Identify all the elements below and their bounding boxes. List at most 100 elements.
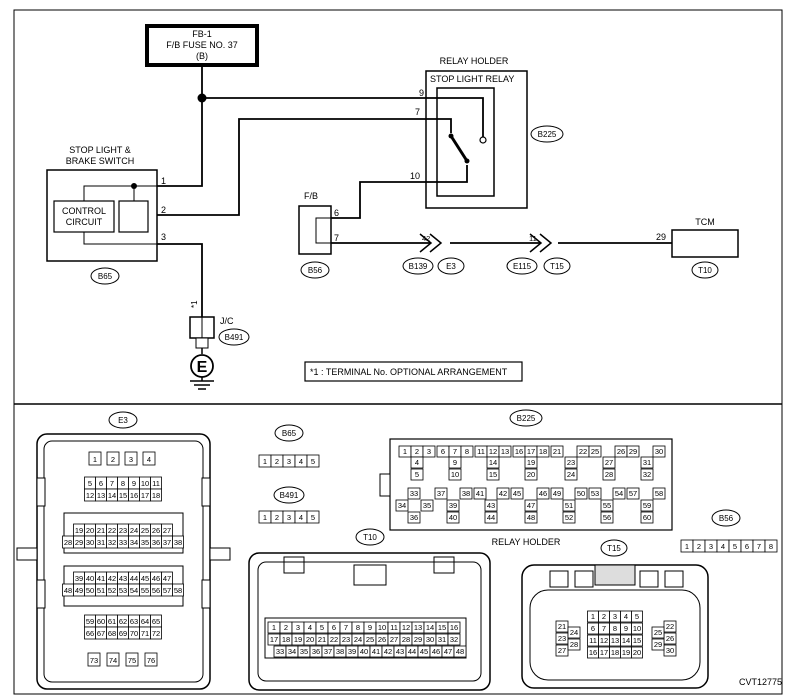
pin-cell: 23 [555,632,569,645]
pin-cell: 48 [524,511,538,524]
svg-text:17: 17 [527,447,535,456]
svg-text:13: 13 [611,636,619,645]
svg-text:B56: B56 [308,266,323,275]
svg-text:36: 36 [410,513,418,522]
pin-cell: 25 [139,523,151,537]
svg-text:5: 5 [311,513,315,522]
svg-text:19: 19 [75,526,83,535]
pin-cell: 6 [436,445,450,458]
pin-cell: 22 [663,620,677,633]
svg-text:76: 76 [147,656,155,665]
svg-text:23: 23 [119,526,127,535]
pin-cell: 40 [357,645,371,658]
svg-text:19: 19 [527,458,535,467]
svg-text:45: 45 [513,489,521,498]
pin-cell: 44 [484,511,498,524]
svg-text:60: 60 [643,513,651,522]
svg-text:29: 29 [414,635,422,644]
svg-text:18: 18 [611,648,619,657]
pin-cell: 39 [345,645,359,658]
pin-cell: 35 [420,499,434,512]
svg-text:75: 75 [128,656,136,665]
pin-cell: 26 [663,632,677,645]
svg-text:30: 30 [86,538,94,547]
svg-text:62: 62 [119,617,127,626]
pin-cell: 52 [106,583,118,597]
pin-cell: 43 [117,571,129,585]
pin-cell: 12 [84,488,96,502]
pin-cell: 45 [139,571,151,585]
pin-cell: 23 [339,633,353,646]
pin-cell: 6 [95,476,107,490]
svg-text:30: 30 [426,635,434,644]
svg-text:26: 26 [378,635,386,644]
pin-cell: 19 [620,646,632,659]
pin-cell: 70 [128,626,140,640]
svg-text:T15: T15 [607,544,621,553]
pin-cell: 36 [150,535,162,549]
svg-text:9: 9 [132,479,136,488]
pin-cell: 31 [435,633,449,646]
pin-cell: 37 [434,487,448,500]
fb-pin-6: 6 [334,208,339,218]
pin-cell: 56 [150,583,162,597]
pin-cell: 64 [139,614,151,628]
pin-cell: 23 [117,523,129,537]
pin-cell: 49 [550,487,564,500]
svg-text:57: 57 [629,489,637,498]
switch-label-1: STOP LIGHT & [69,145,131,155]
svg-text:20: 20 [633,648,641,657]
svg-text:32: 32 [643,470,651,479]
pin-cell: 37 [161,535,173,549]
svg-text:17: 17 [141,491,149,500]
svg-text:26: 26 [617,447,625,456]
pin-cell: 32 [640,468,654,481]
pin-cell: 11 [150,476,162,490]
pin-cell: 28 [602,468,616,481]
pin-cell: 5 [410,468,424,481]
pin-cell: 27 [602,456,616,469]
svg-text:1: 1 [263,457,267,466]
pin-cell: 35 [139,535,151,549]
svg-text:25: 25 [591,447,599,456]
svg-text:4: 4 [299,513,303,522]
svg-text:35: 35 [141,538,149,547]
pin-cell: 47 [524,499,538,512]
svg-text:37: 37 [324,647,332,656]
svg-text:41: 41 [476,489,484,498]
svg-text:B491: B491 [225,333,244,342]
svg-text:46: 46 [539,489,547,498]
svg-text:15: 15 [633,636,641,645]
pin-cell: 73 [87,652,101,667]
svg-text:B139: B139 [409,262,428,271]
pin-cell: 20 [84,523,96,537]
svg-text:44: 44 [487,513,495,522]
pin-cell: 6 [740,539,754,553]
pin-cell: 30 [423,633,437,646]
svg-text:2: 2 [602,612,606,621]
svg-text:10: 10 [451,470,459,479]
pin-cell: 38 [333,645,347,658]
pin-cell: 11 [587,634,599,647]
pin-cell: 28 [62,535,74,549]
pin-cell: 21 [95,523,107,537]
svg-text:35: 35 [300,647,308,656]
svg-text:47: 47 [163,574,171,583]
pin-cell: 69 [117,626,129,640]
pin-cell: 42 [381,645,395,658]
pin-cell: 59 [84,614,96,628]
svg-text:46: 46 [432,647,440,656]
pin-cell: 27 [161,523,173,537]
svg-text:8: 8 [465,447,469,456]
svg-text:5: 5 [635,612,639,621]
relay-holder-label: RELAY HOLDER [440,56,509,66]
svg-text:5: 5 [320,623,324,632]
pin-cell: 50 [84,583,96,597]
pin-cell: 34 [128,535,140,549]
pin-cell: 16 [512,445,526,458]
pin-cell: 16 [587,646,599,659]
pin-cell: 53 [588,487,602,500]
pin-cell: 71 [139,626,151,640]
svg-text:B225: B225 [538,130,557,139]
